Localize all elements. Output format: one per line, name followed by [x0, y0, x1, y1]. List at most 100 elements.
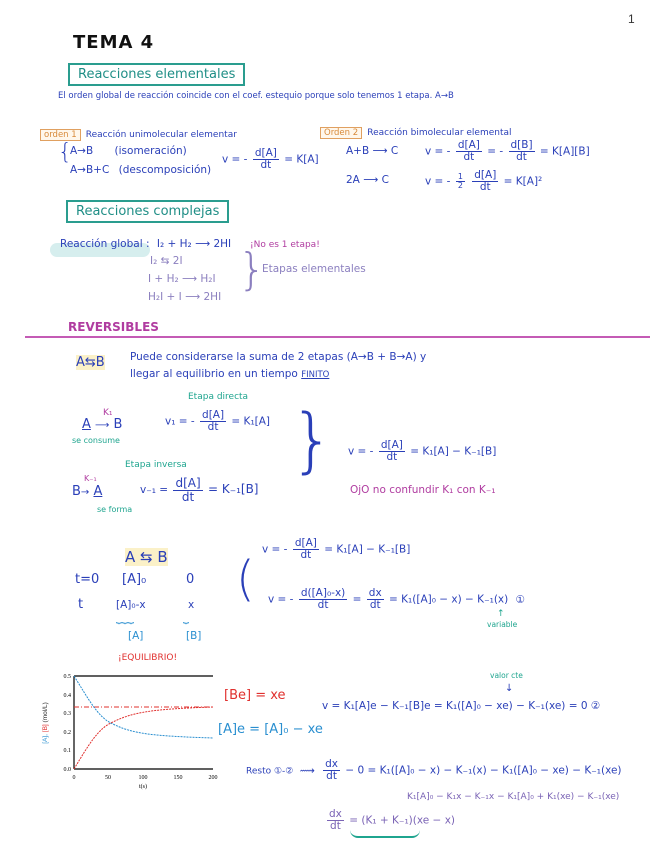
k1-label: K₁	[103, 408, 113, 418]
orden1-rate-law: v = - d[A]dt = K[A]	[222, 147, 319, 171]
x-tick: 100	[139, 775, 148, 781]
table-row-t0-b: 0	[186, 572, 195, 587]
orden2-reaction2: 2A ⟶ C	[346, 174, 389, 186]
numerator: d[B]	[508, 139, 535, 153]
section-divider	[25, 336, 650, 338]
orden1-reaction2: A→B+C (descomposición)	[70, 164, 211, 176]
fraction: d[A]dt	[173, 476, 203, 504]
numerator: d[A]	[173, 476, 203, 491]
be-label: [Be] = xe	[224, 688, 286, 703]
fraction: d[A]dt	[200, 409, 227, 433]
y-tick: 0.4	[64, 693, 72, 699]
reactant: B	[72, 484, 81, 499]
table-row-t-b: x	[188, 599, 195, 611]
product: A	[93, 484, 103, 499]
heading-reacciones-elementales: Reacciones elementales	[68, 63, 246, 86]
global-reaction: I₂ + H₂ ⟶ 2HI	[156, 238, 232, 250]
y-tick: 0.3	[64, 711, 72, 717]
rate-prefix: v = -	[262, 543, 288, 556]
intro-text: El orden global de reacción coincide con…	[58, 91, 454, 101]
inversa-reaction: B→ A	[72, 484, 103, 499]
rate-prefix: v = -	[222, 153, 248, 166]
directa-rate: v₁ = - d[A]dt = K₁[A]	[165, 409, 271, 433]
rate-prefix: v = -	[425, 145, 451, 158]
page-number: 1	[628, 12, 635, 26]
valor-cte-arrow-icon: ↓	[505, 683, 514, 694]
table-reaction-header: A ⇆ B	[125, 548, 168, 566]
se-forma-note: se forma	[97, 505, 133, 514]
rate-suffix: = K[A]²	[503, 175, 543, 188]
heading-reversibles: REVERSIBLES	[68, 320, 159, 334]
eq-marker-1: ①	[515, 593, 525, 606]
numerator: d[A]	[472, 169, 499, 183]
numerator: 1	[455, 171, 465, 183]
desc-text: llegar al equilibrio en un tiempo	[130, 368, 298, 380]
orden1-label: Reacción unimolecular elementar	[85, 130, 237, 140]
fraction: d([A]₀-x)dt	[298, 587, 348, 612]
denominator: dt	[300, 549, 312, 562]
rate-suffix: = K₁[A] − K₋₁[B]	[324, 543, 411, 556]
numerator: d[A]	[252, 147, 279, 161]
directa-reaction: A ⟶ B	[82, 417, 123, 432]
denominator: 2	[457, 181, 463, 191]
fraction: d[A]dt	[292, 537, 319, 562]
table-row-t-a: [A]₀-x	[116, 599, 146, 611]
orden1-header: orden 1 Reacción unimolecular elementar	[40, 122, 237, 141]
inversa-rate: v₋₁ = d[A]dt = K₋₁[B]	[140, 477, 258, 503]
step-3: H₂I + I ⟶ 2HI	[148, 291, 222, 303]
x-tick: 150	[174, 775, 183, 781]
denominator: dt	[181, 489, 195, 504]
orden2-header: Orden 2 Reacción bimolecular elemental	[320, 120, 512, 139]
final-eq-text: = (K₁ + K₋₁)(xe − x)	[349, 814, 455, 827]
etapa-directa-label: Etapa directa	[188, 392, 249, 402]
valor-cte-note: valor cte	[490, 671, 523, 680]
reactant: A	[82, 417, 91, 432]
ae-label: [A]e = [A]₀ − xe	[218, 722, 323, 737]
reversible-reaction: A⇆B	[76, 355, 105, 370]
net-rate: v = - d[A]dt = K₁[A] − K₋₁[B]	[348, 439, 497, 463]
numerator: d[A]	[200, 409, 227, 423]
reaction-text: A→B	[70, 145, 94, 157]
numerator: d[A]	[455, 139, 482, 153]
rate-prefix: v = -	[425, 175, 451, 188]
rate-suffix: = K₁[A] − K₋₁[B]	[410, 445, 497, 458]
table-row-t0-a: [A]₀	[122, 572, 147, 587]
variable-arrow-icon: ↑	[497, 609, 505, 619]
numerator: d([A]₀-x)	[298, 587, 348, 601]
x-tick: 200	[209, 775, 218, 781]
x-tick: 50	[105, 775, 111, 781]
denominator: dt	[463, 151, 475, 164]
highlight	[50, 243, 150, 257]
orden1-reaction1: A→B (isomeración)	[70, 145, 187, 157]
brace-under-a: ⏟⏟⏟	[116, 613, 134, 624]
denominator: dt	[317, 599, 329, 612]
denominator: dt	[330, 820, 341, 833]
rate-suffix: = K[A]	[284, 153, 319, 166]
chart-svg: 0.5 0.4 0.3 0.2 0.1 0.0 0 50 100 150 200…	[42, 674, 218, 790]
rate-suffix: = K₁[A]	[231, 415, 271, 428]
rate-suffix: = K₋₁[B]	[208, 482, 259, 497]
ojo-warning: OjO no confundir K₁ con K₋₁	[350, 484, 496, 496]
numerator: dx	[323, 758, 340, 772]
y-axis-label: [A], [B] (mol/L)	[42, 702, 49, 744]
fraction: d[A]dt	[252, 147, 279, 171]
resta-expansion: K₁[A]₀ − K₁x − K₋₁x − K₁[A]₀ + K₁(xe) − …	[407, 792, 620, 802]
heading-reacciones-complejas: Reacciones complejas	[66, 200, 230, 223]
resta-label: Resto ①-②	[246, 766, 294, 777]
equilibrio-label: ¡EQUILIBRIO!	[118, 653, 178, 663]
resta-equation: − 0 = K₁([A]₀ − x) − K₋₁(x) − K₁([A]₀ − …	[345, 764, 622, 777]
table-row-t-time: t	[78, 597, 84, 612]
x-tick: 0	[73, 775, 76, 781]
table-row-t0-time: t=0	[75, 572, 100, 587]
fraction: d[A]dt	[455, 139, 482, 164]
etapa-inversa-label: Etapa inversa	[125, 460, 187, 470]
fraction: d[A]dt	[472, 169, 499, 193]
rate-suffix: = K[A][B]	[539, 145, 590, 158]
rate-prefix: v = -	[348, 445, 374, 458]
numerator: d[A]	[378, 439, 405, 453]
y-tick: 0.1	[64, 748, 72, 754]
